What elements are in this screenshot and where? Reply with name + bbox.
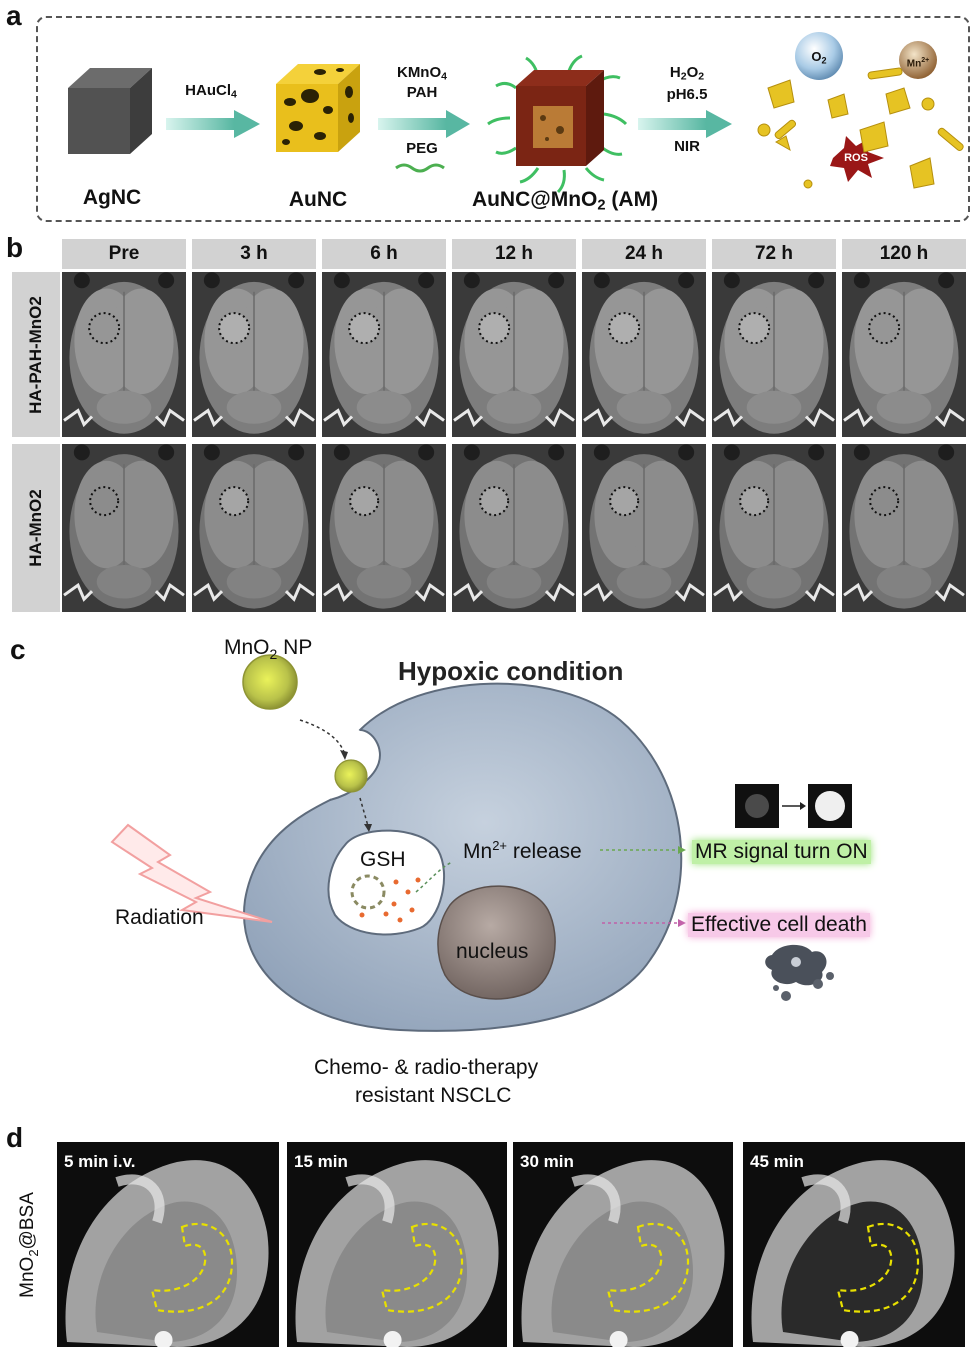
timepoint-label: 5 min i.v. [64, 1152, 136, 1171]
agnc-label: AgNC [82, 186, 142, 209]
gold-fragments [757, 67, 964, 189]
kmno4-label: KMnO4 [396, 64, 447, 83]
peg-chain [395, 163, 445, 173]
o2-bubble [795, 32, 843, 80]
nir-label: NIR [674, 138, 700, 155]
dying-cell-icon [765, 944, 834, 1001]
mn-ion-bubble [899, 41, 937, 79]
gsh-label: GSH [360, 848, 406, 871]
timepoint-header: 12 h [452, 239, 576, 269]
brain-mri-image [842, 272, 966, 437]
timepoint-label: 15 min [294, 1152, 348, 1171]
cell-body [242, 682, 683, 1032]
mn-release-label: Mn2+ release [463, 838, 582, 863]
brain-mri-image [452, 444, 576, 612]
brain-mri-image [192, 272, 316, 437]
h2o2-label: H2O2 [669, 64, 705, 83]
hypoxic-condition-title: Hypoxic condition [398, 656, 624, 686]
ros-star [830, 136, 884, 182]
cardiac-mri-image: 30 min [513, 1142, 733, 1347]
cardiac-mri-image: 15 min [287, 1142, 507, 1347]
brain-mri-image [62, 272, 186, 437]
mno2-np-label: MnO2 NP [224, 636, 313, 663]
o2-label: O2 [811, 49, 827, 66]
arrow-3 [638, 110, 732, 138]
cell-death-label: Effective cell death [688, 913, 870, 937]
panel-label-d: d [6, 1122, 24, 1153]
radiation-label: Radiation [115, 906, 204, 929]
brain-mri-image [452, 272, 576, 437]
aunc-mno2-particle [487, 54, 628, 194]
timepoint-header: 3 h [192, 239, 316, 269]
mno2-nanoparticle-internalized [334, 759, 368, 793]
panel-label-b: b [6, 232, 24, 263]
cardiac-mri-image: 5 min i.v. [57, 1142, 279, 1347]
brain-mri-image [582, 444, 706, 612]
mr-signal-label: MR signal turn ON [692, 840, 871, 864]
aunc-label: AuNC [288, 188, 348, 211]
mno2-nanoparticle [242, 654, 298, 710]
brain-mri-image [842, 444, 966, 612]
timepoint-header: 6 h [322, 239, 446, 269]
row-label-ha-pah-mno2: HA-PAH-MnO2 [12, 272, 60, 437]
timepoint-label: 30 min [520, 1152, 574, 1171]
arrow-1 [166, 110, 260, 138]
peg-label: PEG [406, 140, 438, 157]
brain-mri-image [712, 444, 836, 612]
mn-ion-label: Mn2+ [906, 57, 930, 70]
brain-mri-image [62, 444, 186, 612]
agnc-cube [68, 68, 152, 154]
aunc-mno2-label: AuNC@MnO2 (AM) [471, 188, 659, 214]
brain-mri-image [322, 444, 446, 612]
endosome [327, 829, 446, 936]
timepoint-label: 45 min [750, 1152, 804, 1171]
synthesis-scheme-graphic [68, 32, 964, 194]
aunc-porous-cube [276, 64, 360, 152]
brain-mri-image [582, 272, 706, 437]
cardiac-mri-image: 45 min [743, 1142, 965, 1347]
brain-mri-image [192, 444, 316, 612]
caption-line-2: resistant NSCLC [355, 1084, 512, 1107]
brain-mri-image [712, 272, 836, 437]
timepoint-header: 24 h [582, 239, 706, 269]
ros-label: ROS [844, 152, 868, 164]
timepoint-header: 120 h [842, 239, 966, 269]
panel-label-c: c [10, 634, 26, 665]
caption-line-1: Chemo- & radio-therapy [314, 1056, 539, 1079]
nucleus-shape [437, 885, 556, 1000]
row-label-mno2-bsa: MnO2@BSA [17, 1191, 41, 1298]
haucl4-label: HAuCl4 [185, 82, 237, 101]
radiation-bolt [110, 823, 273, 923]
nucleus-label: nucleus [456, 940, 529, 963]
pah-label: PAH [406, 84, 438, 101]
timepoint-header: 72 h [712, 239, 836, 269]
ph-label: pH6.5 [666, 86, 708, 103]
mechanism-graphic [110, 654, 852, 1032]
panel-label-a: a [6, 0, 22, 31]
row-label-ha-mno2: HA-MnO2 [12, 444, 60, 612]
panel-a-synthesis-scheme: AgNC HAuCl4 AuNC KMnO4 PAH PEG AuNC@MnO2… [36, 16, 970, 222]
timepoint-header: Pre [62, 239, 186, 269]
arrow-2 [378, 110, 470, 138]
brain-mri-image [322, 272, 446, 437]
